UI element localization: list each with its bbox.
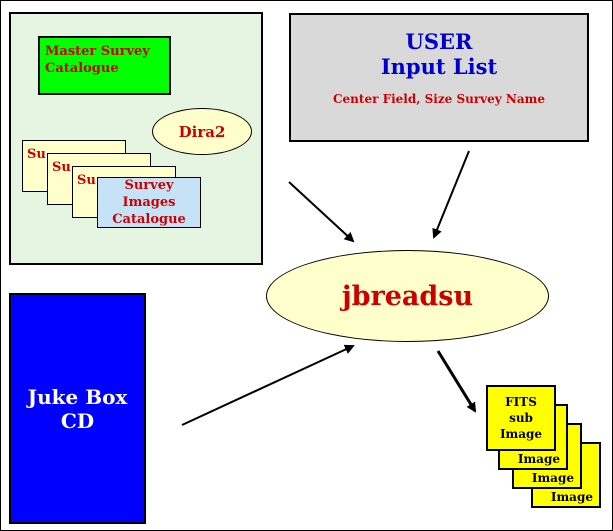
- survey-images-catalogue-box: Survey Images Catalogue: [97, 177, 201, 228]
- jbreadsu-ellipse: jbreadsu: [266, 250, 549, 342]
- sub-label: sub: [509, 411, 533, 425]
- cd-label: CD: [60, 408, 95, 433]
- survey-card-label: Su: [52, 160, 71, 175]
- user-subtitle: Center Field, Size Survey Name: [332, 92, 545, 106]
- fits-label: FITS: [505, 395, 537, 409]
- arrow-jukebox-to-jbreadsu: [181, 344, 355, 426]
- fits-image-card-label: Image: [550, 490, 593, 504]
- input-list-title: Input List: [380, 54, 498, 79]
- juke-box-label: Juke Box: [27, 384, 128, 409]
- image-label: Image: [499, 427, 543, 441]
- dira2-label: Dira2: [178, 122, 226, 141]
- master-survey-catalogue-label: Master Survey Catalogue: [45, 44, 150, 76]
- fits-sub-image-card: FITS sub Image: [486, 385, 556, 451]
- master-survey-catalogue-box: Master Survey Catalogue: [38, 36, 171, 95]
- arrow-user-to-jbreadsu: [432, 150, 470, 239]
- arrow-catalog-to-jbreadsu: [288, 181, 355, 243]
- fits-image-card-label: Image: [531, 471, 574, 485]
- arrow-jbreadsu-to-fits: [436, 350, 477, 413]
- survey-card-label: Su: [27, 147, 46, 162]
- juke-box-cd-box: Juke Box CD: [9, 293, 146, 524]
- survey-card-label: Su: [77, 173, 96, 188]
- user-title: USER: [405, 29, 473, 54]
- fits-image-card-label: Image: [517, 452, 560, 466]
- survey-images-label-line2: Catalogue: [112, 212, 186, 227]
- jbreadsu-label: jbreadsu: [341, 280, 474, 312]
- dira2-ellipse: Dira2: [152, 108, 252, 155]
- survey-images-label-line1: Survey Images: [122, 178, 176, 210]
- user-input-list-box: USER Input List Center Field, Size Surve…: [289, 13, 589, 142]
